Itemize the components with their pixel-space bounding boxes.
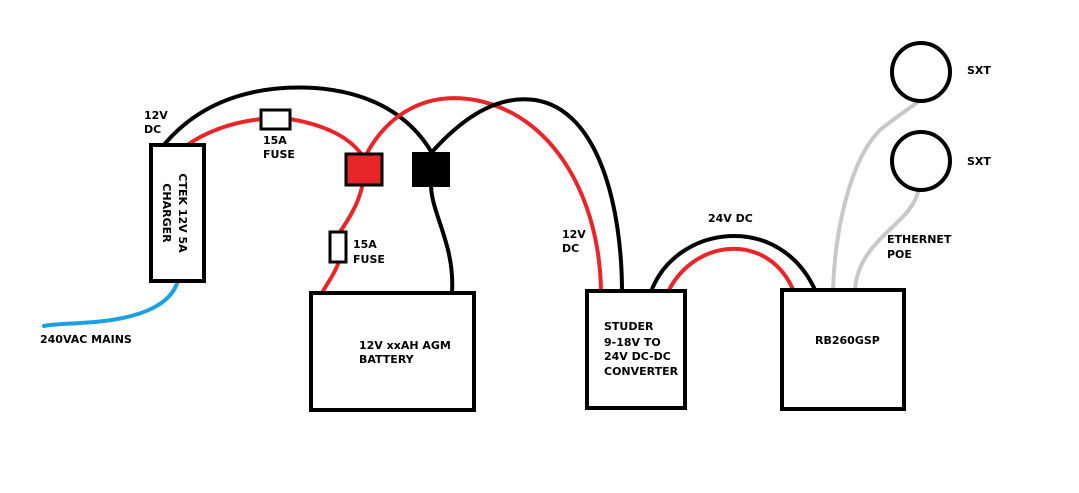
fuse-middle-label-line1: 15A <box>353 238 377 251</box>
sxt-bottom-label: SXT <box>967 155 991 168</box>
router-box <box>780 288 906 411</box>
ethernet-to-bottom-sxt-wire <box>853 190 920 292</box>
ethernet-to-top-sxt-wire <box>831 98 922 292</box>
sxt-top-circle <box>890 41 952 103</box>
converter-label-line4: CONVERTER <box>604 365 679 378</box>
fuse-to-battery-positive-wire <box>320 262 340 295</box>
ethernet-label-line1: ETHERNET <box>887 233 952 246</box>
charger-box <box>149 143 206 283</box>
battery-label-line1: 12V xxAH AGM <box>359 339 451 352</box>
fuse-to-red-terminal-wire <box>288 117 364 157</box>
sxt-bottom-circle <box>890 130 952 192</box>
dc24-negative-wire <box>649 233 818 294</box>
charger-label: CTEK 12V 5A CHARGER <box>160 173 189 253</box>
mains-wire <box>42 278 180 328</box>
fuse-middle <box>328 230 348 264</box>
charger-output-label-line2: DC <box>144 123 161 136</box>
dc24-positive-wire <box>666 246 796 294</box>
battery-label-line2: BATTERY <box>359 353 415 366</box>
fuse-middle-label-line2: FUSE <box>353 253 385 266</box>
sxt-top-label: SXT <box>967 64 991 77</box>
fuse-top <box>259 108 292 131</box>
charger-negative-wire <box>161 85 434 155</box>
battery-negative-to-converter-wire <box>430 97 624 294</box>
dc24-label: 24V DC <box>708 212 753 225</box>
converter-input-label-line2: DC <box>562 242 579 255</box>
red-terminal <box>344 152 384 187</box>
red-terminal-to-fuse-wire <box>338 185 364 234</box>
converter-box <box>585 289 687 410</box>
fuse-top-label-line1: 15A <box>263 134 287 147</box>
ethernet-label-line2: POE <box>887 248 912 261</box>
battery-box <box>309 291 476 412</box>
charger-label-line2: CHARGER <box>160 183 173 243</box>
router-label: RB260GSP <box>815 334 880 347</box>
charger-positive-wire <box>184 117 264 148</box>
converter-label-line1: STUDER <box>604 320 654 333</box>
black-terminal <box>412 152 450 187</box>
converter-label-line3: 24V DC-DC <box>604 350 671 363</box>
black-terminal-to-battery-negative-wire <box>429 184 455 295</box>
charger-label-line1: CTEK 12V 5A <box>176 173 189 253</box>
charger-output-label-line1: 12V <box>144 109 168 122</box>
mains-label: 240VAC MAINS <box>40 333 132 346</box>
fuse-top-label-line2: FUSE <box>263 148 295 161</box>
converter-label-line2: 9-18V TO <box>604 336 661 349</box>
converter-input-label-line1: 12V <box>562 228 586 241</box>
battery-positive-to-converter-wire <box>364 96 603 294</box>
